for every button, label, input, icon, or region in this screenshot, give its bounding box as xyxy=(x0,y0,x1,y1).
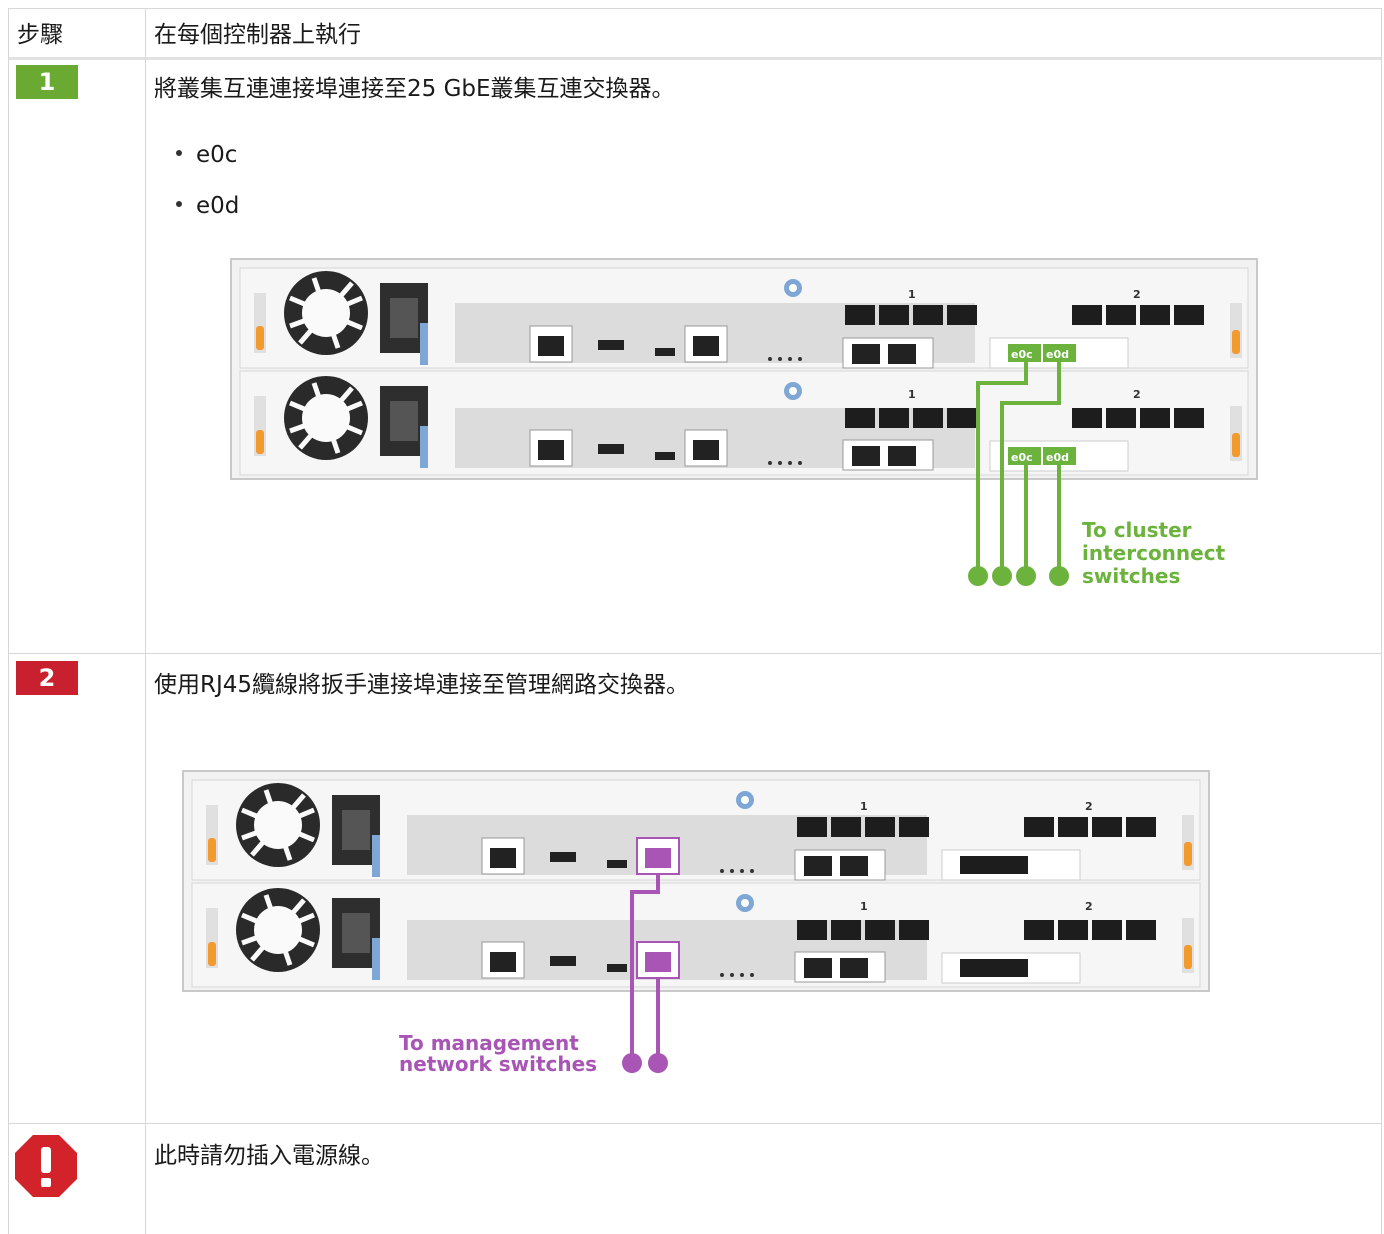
slot-label-1: 1 xyxy=(860,900,868,913)
caption-line: To management xyxy=(399,1031,579,1055)
bullet-icon xyxy=(176,200,182,207)
step-1-text: 將叢集互連連接埠連接至25 GbE叢集互連交換器。 xyxy=(154,76,675,102)
svg-text:e0d: e0d xyxy=(1046,348,1069,361)
step-badge-2: 2 xyxy=(16,661,78,695)
latch-icon xyxy=(1184,945,1192,969)
latch-icon xyxy=(208,942,216,966)
controller-b: 1 2 xyxy=(191,882,1201,988)
table-top-border xyxy=(8,8,1382,9)
usb-port-icon xyxy=(550,852,576,862)
caption-line: network switches xyxy=(399,1052,597,1075)
usb-port-icon xyxy=(598,340,624,350)
latch-icon xyxy=(256,326,264,350)
caption-line: switches xyxy=(1082,564,1180,588)
slot-label-1: 1 xyxy=(908,388,916,401)
caption-line: interconnect xyxy=(1082,541,1226,565)
controller-b: 1 2 e0c e0d xyxy=(239,370,1249,476)
step-3-text: 此時請勿插入電源線。 xyxy=(154,1143,384,1169)
latch-icon xyxy=(1184,842,1192,866)
slot-label-1: 1 xyxy=(860,800,868,813)
latch-icon xyxy=(208,838,216,862)
usb-port-icon xyxy=(550,956,576,966)
row-divider xyxy=(8,653,1382,654)
cluster-cables xyxy=(976,362,1061,576)
list-item: e0d xyxy=(176,191,239,221)
header-step: 步驟 xyxy=(17,22,63,48)
latch-icon xyxy=(1232,330,1240,354)
bullet-icon xyxy=(176,149,182,156)
controller-a: 1 2 xyxy=(191,779,1201,881)
latch-icon xyxy=(256,430,264,454)
row-divider xyxy=(8,1123,1382,1124)
cluster-interconnect-cabling-diagram: 1 2 e0c e0d xyxy=(230,258,1258,588)
controller-a: 1 2 e0c e0d xyxy=(239,267,1249,369)
svg-text:e0c: e0c xyxy=(1011,348,1033,361)
management-cables xyxy=(630,874,660,1063)
cabling-steps-table: 步驟 在每個控制器上執行 1 將叢集互連連接埠連接至25 GbE叢集互連交換器。… xyxy=(8,8,1382,1234)
step-2-text: 使用RJ45纜線將扳手連接埠連接至管理網路交換器。 xyxy=(154,672,690,698)
usb-port-icon xyxy=(598,444,624,454)
caption-line: To cluster xyxy=(1082,518,1192,542)
port-e0d xyxy=(1043,447,1076,465)
step-badge-1: 1 xyxy=(16,65,78,99)
column-divider xyxy=(145,8,146,1234)
slot-label-2: 2 xyxy=(1133,288,1141,301)
svg-text:e0d: e0d xyxy=(1046,451,1069,464)
header-action: 在每個控制器上執行 xyxy=(154,22,361,48)
slot-label-1: 1 xyxy=(908,288,916,301)
list-item: e0c xyxy=(176,140,237,170)
management-cabling-diagram: 1 2 xyxy=(182,770,1210,1075)
svg-text:e0c: e0c xyxy=(1011,451,1033,464)
port-e0c xyxy=(1008,344,1041,362)
slot-label-2: 2 xyxy=(1085,900,1093,913)
stop-warning-icon xyxy=(15,1135,77,1197)
table-right-border xyxy=(1381,8,1382,1234)
header-divider xyxy=(8,57,1382,60)
port-e0c xyxy=(1008,447,1041,465)
port-e0d xyxy=(1043,344,1076,362)
slot-label-2: 2 xyxy=(1133,388,1141,401)
slot-label-2: 2 xyxy=(1085,800,1093,813)
latch-icon xyxy=(1232,433,1240,457)
table-left-border xyxy=(8,8,9,1234)
